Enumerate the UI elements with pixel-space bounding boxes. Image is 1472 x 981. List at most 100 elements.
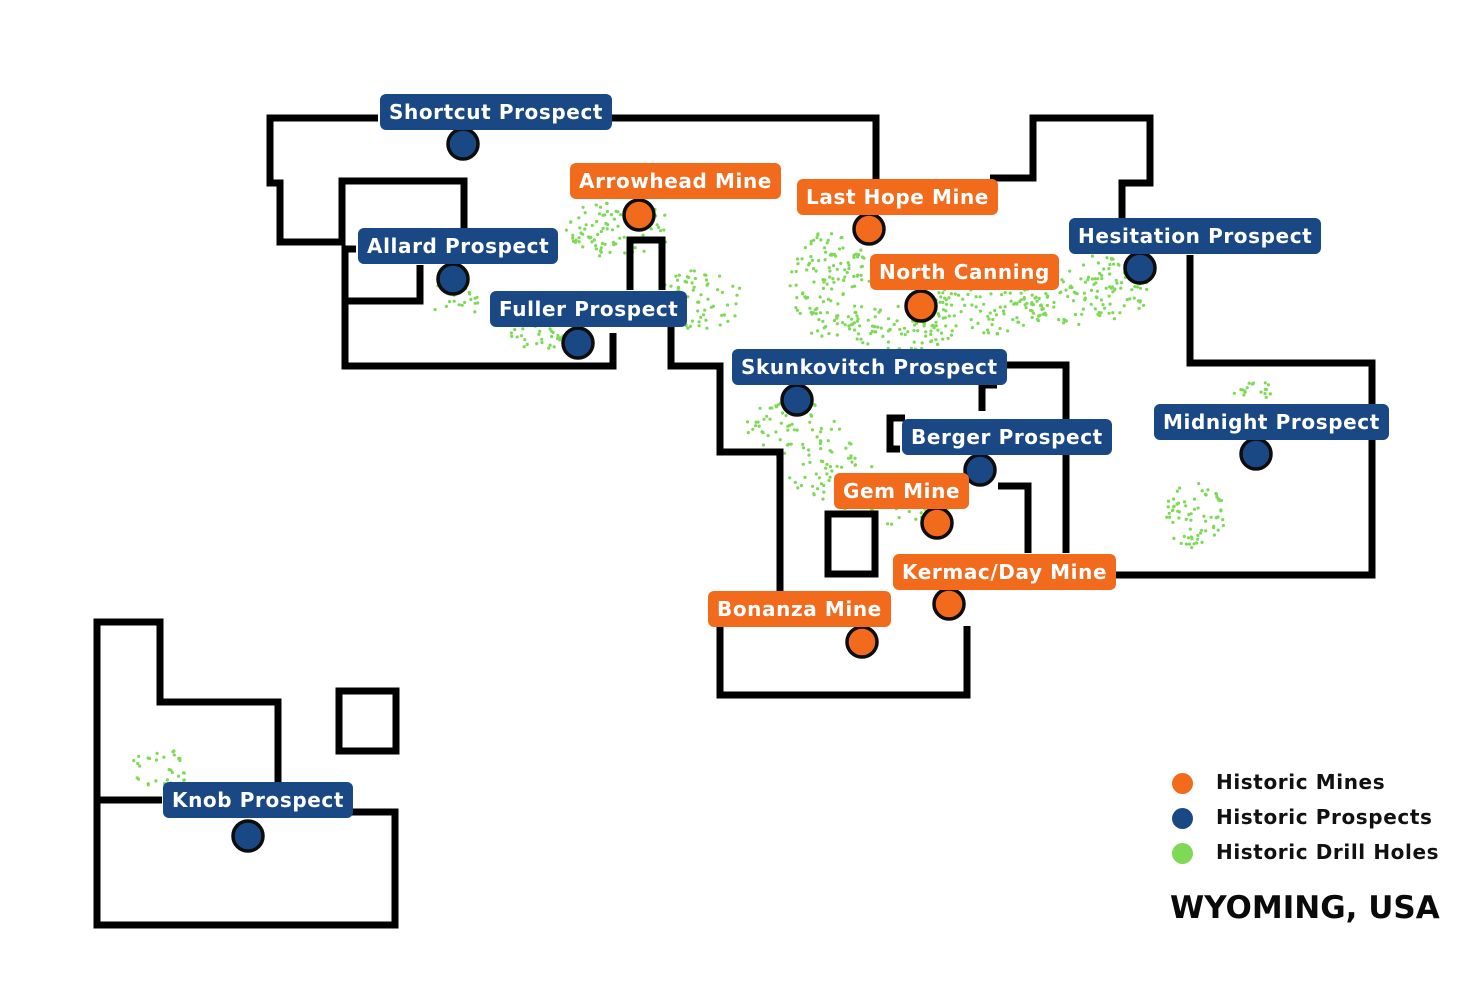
drill-hole-dot — [821, 286, 826, 290]
drill-hole-dot — [1066, 294, 1070, 299]
drill-hole-dot — [594, 247, 599, 251]
drill-hole-dot — [599, 229, 603, 234]
drill-hole-dot — [558, 336, 563, 340]
arrowhead-marker[interactable] — [622, 198, 656, 232]
drill-hole-dot — [633, 246, 637, 250]
gem-marker[interactable] — [920, 506, 954, 540]
drill-hole-dot — [704, 318, 708, 322]
knob-marker[interactable] — [231, 819, 265, 853]
kermac-day-marker[interactable] — [932, 587, 966, 621]
drill-hole-dot — [548, 327, 552, 331]
drill-hole-dot — [690, 281, 694, 285]
drill-hole-dot — [850, 285, 854, 289]
north-canning-label[interactable]: North Canning — [870, 254, 1059, 290]
drill-hole-dot — [822, 483, 826, 488]
drill-hole-dot — [808, 460, 812, 464]
drill-hole-dot — [798, 311, 802, 315]
drill-hole-dot — [1177, 510, 1181, 514]
drill-hole-dot — [827, 266, 831, 270]
drill-hole-dot — [1095, 289, 1100, 293]
drill-hole-dot — [808, 420, 812, 424]
drill-hole-dot — [944, 309, 948, 313]
drill-hole-dot — [766, 434, 770, 438]
knob-label[interactable]: Knob Prospect — [163, 782, 354, 818]
drill-hole-dot — [899, 332, 904, 336]
drill-hole-dot — [1212, 524, 1216, 528]
drill-hole-dot — [822, 246, 827, 250]
drill-hole-dot — [806, 295, 810, 300]
kermac-day-label[interactable]: Kermac/Day Mine — [893, 554, 1117, 590]
drill-hole-dot — [819, 439, 823, 443]
skunkovitch-marker[interactable] — [780, 383, 814, 417]
north-canning-marker[interactable] — [904, 289, 938, 323]
drill-hole-dot — [824, 250, 828, 254]
drill-hole-dot — [816, 329, 820, 333]
drill-hole-dot — [1172, 504, 1176, 508]
berger-marker[interactable] — [963, 453, 997, 487]
drill-hole-dot — [902, 326, 907, 330]
drill-hole-dot — [1166, 505, 1170, 509]
berger-label[interactable]: Berger Prospect — [902, 419, 1112, 455]
fuller-label[interactable]: Fuller Prospect — [490, 291, 688, 327]
allard-marker[interactable] — [436, 262, 470, 296]
drill-hole-dot — [171, 750, 175, 754]
drill-hole-dot — [697, 324, 701, 328]
drill-hole-dot — [819, 426, 824, 431]
last-hope-label[interactable]: Last Hope Mine — [797, 179, 998, 215]
drill-hole-dot — [801, 442, 805, 446]
drill-hole-dot — [1171, 508, 1175, 512]
drill-hole-dot — [599, 246, 603, 250]
drill-hole-dot — [662, 228, 666, 232]
drill-hole-dot — [182, 771, 186, 775]
drill-hole-dot — [1052, 305, 1056, 309]
fuller-marker[interactable] — [561, 326, 595, 360]
drill-hole-dot — [825, 311, 829, 315]
drill-hole-dot — [906, 330, 910, 334]
drill-hole-dot — [807, 261, 812, 265]
last-hope-marker[interactable] — [852, 212, 886, 246]
skunkovitch-label[interactable]: Skunkovitch Prospect — [732, 349, 1007, 385]
drill-hole-dot — [473, 301, 477, 305]
shortcut-label[interactable]: Shortcut Prospect — [380, 94, 613, 130]
drill-hole-dot — [605, 227, 609, 231]
drill-hole-dot — [1184, 504, 1188, 508]
allard-label[interactable]: Allard Prospect — [358, 228, 559, 264]
drill-hole-dot — [1101, 303, 1105, 307]
midnight-marker[interactable] — [1239, 437, 1273, 471]
drill-hole-dot — [877, 310, 881, 314]
legend-item-mines: Historic Mines — [1168, 766, 1458, 801]
arrowhead-label[interactable]: Arrowhead Mine — [570, 163, 781, 199]
drill-hole-dot — [855, 319, 860, 323]
drill-hole-dot — [538, 329, 542, 333]
drill-hole-dot — [970, 326, 975, 330]
drill-hole-dot — [821, 497, 825, 501]
drill-hole-dot — [1068, 269, 1072, 273]
drill-hole-dot — [803, 475, 807, 479]
drill-hole-dot — [827, 332, 831, 336]
drill-hole-dot — [959, 310, 963, 314]
drill-hole-dot — [870, 329, 874, 333]
drill-hole-dot — [577, 216, 581, 220]
drill-hole-dot — [1259, 390, 1263, 394]
claim-boundary-northeast — [990, 114, 1154, 218]
drill-hole-dot — [821, 300, 826, 304]
gem-label[interactable]: Gem Mine — [834, 473, 970, 509]
drill-hole-dot — [873, 315, 877, 319]
drill-hole-dot — [1108, 285, 1112, 289]
drill-hole-dot — [655, 223, 659, 227]
bonanza-label[interactable]: Bonanza Mine — [708, 591, 891, 627]
midnight-label[interactable]: Midnight Prospect — [1154, 404, 1389, 440]
hesitation-marker[interactable] — [1123, 251, 1157, 285]
drill-hole-dot — [802, 446, 806, 450]
bonanza-marker[interactable] — [845, 625, 879, 659]
hesitation-label[interactable]: Hesitation Prospect — [1069, 218, 1322, 254]
drill-hole-dot — [823, 258, 827, 262]
drill-hole-dot — [1268, 392, 1272, 396]
drill-hole-dot — [998, 305, 1002, 309]
drill-hole-dot — [1203, 492, 1207, 496]
drill-hole-dot — [825, 282, 829, 286]
drill-hole-dot — [1072, 290, 1076, 294]
drill-hole-dot — [146, 783, 150, 787]
drill-hole-dot — [800, 257, 804, 261]
shortcut-marker[interactable] — [446, 127, 480, 161]
